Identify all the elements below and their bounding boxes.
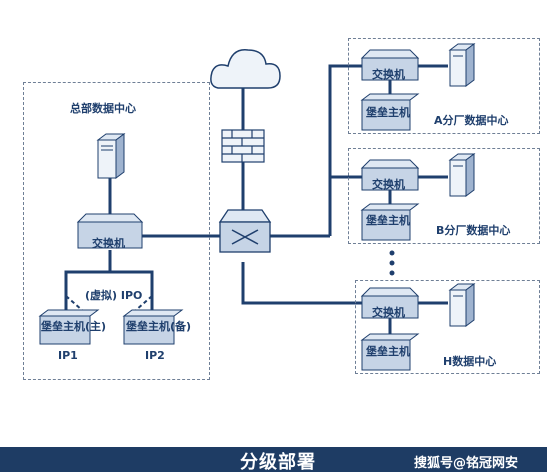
hq-switch-icon bbox=[76, 213, 144, 249]
hq-title: 总部数据中心 bbox=[70, 102, 136, 115]
branch-h-server-icon bbox=[448, 283, 476, 327]
bastion-h-icon bbox=[360, 333, 420, 371]
branch-a-title: A分厂数据中心 bbox=[434, 114, 509, 127]
link-trunk bbox=[328, 64, 362, 236]
branch-h-region bbox=[355, 280, 540, 374]
bastion-a-label: 堡垒主机 bbox=[366, 106, 410, 119]
branch-h-switch-icon bbox=[360, 287, 420, 319]
footer-credit: 搜狐号@铭冠网安 bbox=[414, 456, 519, 471]
bastion-backup-label: 堡垒主机(备) bbox=[126, 320, 192, 333]
branch-a-switch-icon bbox=[360, 49, 420, 81]
branch-b-switch-icon bbox=[360, 159, 420, 191]
more-branches-dots bbox=[389, 250, 395, 276]
branch-a-switch-label: 交换机 bbox=[372, 68, 405, 81]
bastion-master-icon bbox=[38, 309, 100, 345]
ip1-label: IP1 bbox=[58, 349, 78, 362]
bastion-master-label: 堡垒主机(主) bbox=[41, 320, 107, 333]
branch-a-server-icon bbox=[448, 43, 476, 87]
branch-h-switch-label: 交换机 bbox=[372, 306, 405, 319]
virtual-ip-label: (虚拟) IPO bbox=[85, 289, 143, 302]
bastion-h-label: 堡垒主机 bbox=[366, 345, 410, 358]
link-hq-cluster bbox=[64, 250, 112, 314]
branch-b-region bbox=[348, 148, 540, 244]
bastion-backup-icon bbox=[122, 309, 184, 345]
hq-switch-label: 交换机 bbox=[92, 237, 125, 250]
branch-b-server-icon bbox=[448, 153, 476, 197]
ip2-label: IP2 bbox=[145, 349, 165, 362]
link-hq-cluster-2 bbox=[110, 270, 154, 314]
branch-a-region bbox=[348, 38, 540, 134]
hq-region bbox=[23, 82, 210, 380]
hq-server-icon bbox=[96, 133, 126, 179]
branch-h-title: H数据中心 bbox=[443, 355, 497, 368]
footer-bar bbox=[0, 447, 547, 472]
network-links bbox=[64, 64, 448, 336]
cloud-icon bbox=[210, 49, 281, 89]
bastion-a-icon bbox=[360, 93, 420, 131]
bastion-b-icon bbox=[360, 203, 420, 241]
firewall-icon bbox=[221, 129, 265, 163]
heartbeat-lines bbox=[65, 295, 153, 311]
footer-title: 分级部署 bbox=[240, 452, 316, 473]
branch-b-switch-label: 交换机 bbox=[372, 178, 405, 191]
bastion-b-label: 堡垒主机 bbox=[366, 214, 410, 227]
branch-b-title: B分厂数据中心 bbox=[436, 224, 511, 237]
core-switch-icon bbox=[218, 209, 272, 253]
link-core-h bbox=[241, 262, 362, 305]
